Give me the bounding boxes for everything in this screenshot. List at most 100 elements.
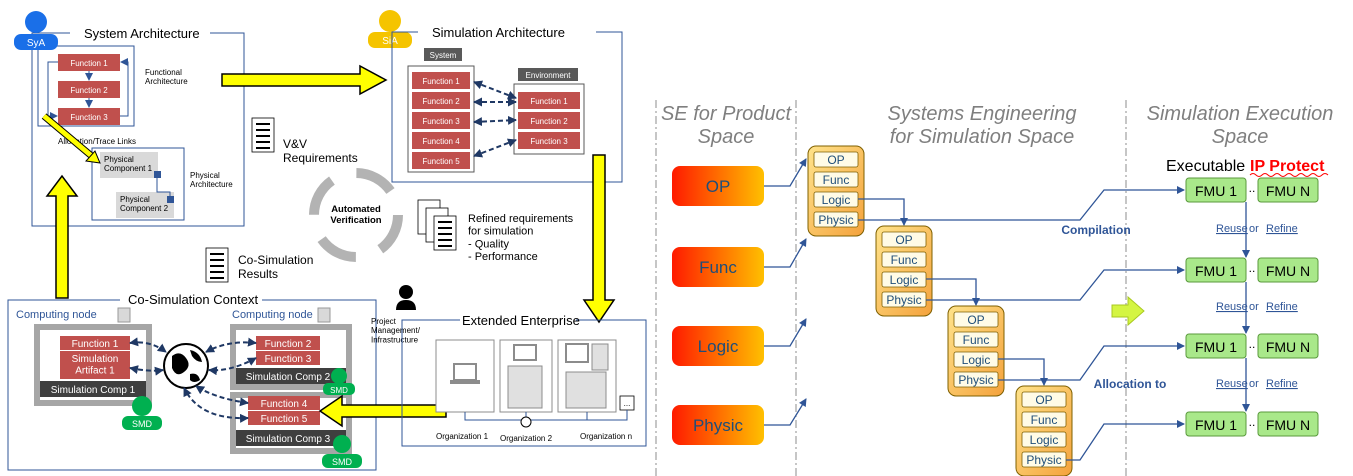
system-architecture-title: System Architecture bbox=[84, 26, 200, 41]
svg-text:Function 3: Function 3 bbox=[265, 354, 312, 365]
cosim-to-sysarch-arrow bbox=[45, 174, 79, 299]
stack-item bbox=[881, 231, 927, 248]
svg-text:Environment: Environment bbox=[526, 71, 572, 80]
fmu-dots: .. bbox=[1249, 261, 1256, 275]
stack-item-label: Logic bbox=[890, 273, 919, 287]
svg-text:SMD: SMD bbox=[332, 457, 353, 467]
cosim-context-title: Co-Simulation Context bbox=[128, 292, 258, 307]
product-block-label: Logic bbox=[698, 337, 739, 356]
extended-enterprise-title: Extended Enterprise bbox=[462, 313, 580, 328]
refine-link[interactable]: Refine bbox=[1266, 378, 1298, 390]
organization-n-label: Organization n bbox=[580, 432, 632, 441]
stack-item-label: OP bbox=[895, 233, 912, 247]
reuse-link[interactable]: Reuse bbox=[1216, 223, 1248, 235]
stack-item bbox=[953, 331, 999, 348]
reuse-link[interactable]: Reuse bbox=[1216, 378, 1248, 390]
sim-system-function-label: Function 5 bbox=[422, 157, 460, 166]
sya-persona-icon: SyA bbox=[14, 11, 58, 50]
svg-text:Simulation Comp 2: Simulation Comp 2 bbox=[246, 372, 331, 383]
svg-text:Function 4: Function 4 bbox=[261, 399, 308, 410]
stack-item-label: Func bbox=[963, 333, 990, 347]
node1-simulation-artifact-1 bbox=[60, 351, 130, 379]
cosim-context-frame: Co-Simulation Context Computing node Com… bbox=[7, 292, 377, 471]
svg-text:Function 1: Function 1 bbox=[70, 59, 108, 68]
node1-simulation-comp bbox=[40, 381, 146, 397]
stack-item-label: Physic bbox=[886, 293, 921, 307]
fmu-n-box bbox=[1257, 411, 1319, 437]
organization-1-label: Organization 1 bbox=[436, 432, 489, 441]
fmu-dots: .. bbox=[1249, 337, 1256, 351]
svg-text:Function 3: Function 3 bbox=[70, 113, 108, 122]
stack-item-label: Logic bbox=[822, 193, 851, 207]
fmu-1-label: FMU 1 bbox=[1195, 417, 1237, 433]
node3-simulation-comp bbox=[236, 430, 346, 446]
stack-item-label: OP bbox=[967, 313, 984, 327]
svg-text:SiA: SiA bbox=[382, 36, 398, 47]
stack-item bbox=[1021, 431, 1067, 448]
sim-env-function-label: Function 2 bbox=[530, 117, 568, 126]
fmu-1-label: FMU 1 bbox=[1195, 183, 1237, 199]
svg-text:SMD: SMD bbox=[330, 386, 348, 395]
svg-text:Simulation Comp 1: Simulation Comp 1 bbox=[51, 385, 136, 396]
sim-system-function bbox=[412, 112, 470, 129]
sim-system-function-label: Function 2 bbox=[422, 97, 460, 106]
ip-protect-label: IP Protect bbox=[1250, 158, 1325, 175]
simulation-architecture-title: Simulation Architecture bbox=[432, 25, 565, 40]
sysarch-to-simarch-arrow bbox=[221, 64, 388, 96]
fmu-1-box bbox=[1185, 177, 1247, 203]
product-block-label: Physic bbox=[693, 416, 744, 435]
fmu-n-label: FMU N bbox=[1266, 417, 1310, 433]
simarch-to-enterprise-arrow bbox=[582, 154, 616, 324]
stack-item-label: Physic bbox=[1026, 453, 1061, 467]
stack-item bbox=[953, 311, 999, 328]
refine-link[interactable]: Refine bbox=[1266, 223, 1298, 235]
allocation-trace-label: Allocation/Trace Links bbox=[58, 137, 136, 146]
svg-text:Function 2: Function 2 bbox=[265, 339, 312, 350]
sim-system-function bbox=[412, 132, 470, 149]
svg-text:Function 2: Function 2 bbox=[70, 86, 108, 95]
sia-persona-icon: SiA bbox=[368, 10, 412, 48]
sa-function-2 bbox=[58, 81, 120, 98]
sa-function-1 bbox=[58, 54, 120, 71]
physical-component-1 bbox=[100, 152, 158, 178]
sim-system-function bbox=[412, 92, 470, 109]
stack-item bbox=[1021, 411, 1067, 428]
fmu-1-label: FMU 1 bbox=[1195, 339, 1237, 355]
node1-function-1 bbox=[60, 336, 130, 350]
sa-function-3 bbox=[58, 108, 120, 125]
stack-item bbox=[881, 251, 927, 268]
organization-2-label: Organization 2 bbox=[500, 434, 553, 443]
sim-system-function bbox=[412, 72, 470, 89]
stack-item-label: Func bbox=[1031, 413, 1058, 427]
reuse-link[interactable]: Reuse bbox=[1216, 301, 1248, 313]
smd-persona-2-icon: SMD bbox=[323, 368, 355, 395]
stack-item bbox=[813, 151, 859, 168]
simulation-architecture-frame: Simulation Architecture System Function … bbox=[391, 25, 623, 183]
sim-env-function bbox=[518, 132, 580, 149]
fmu-n-label: FMU N bbox=[1266, 263, 1310, 279]
fmu-dots: .. bbox=[1249, 415, 1256, 429]
svg-text:Function 1: Function 1 bbox=[72, 339, 119, 350]
product-block bbox=[672, 166, 764, 206]
sim-env-function-label: Function 1 bbox=[530, 97, 568, 106]
enterprise-to-cosim-arrow bbox=[318, 394, 447, 428]
computing-node-1-label: Computing node bbox=[16, 309, 97, 321]
smd-persona-3-icon: SMD bbox=[322, 435, 362, 468]
computing-node-2-label: Computing node bbox=[232, 309, 313, 321]
organization-ellipsis: ... bbox=[624, 399, 631, 408]
svg-text:SyA: SyA bbox=[27, 38, 46, 49]
refine-link[interactable]: Refine bbox=[1266, 301, 1298, 313]
